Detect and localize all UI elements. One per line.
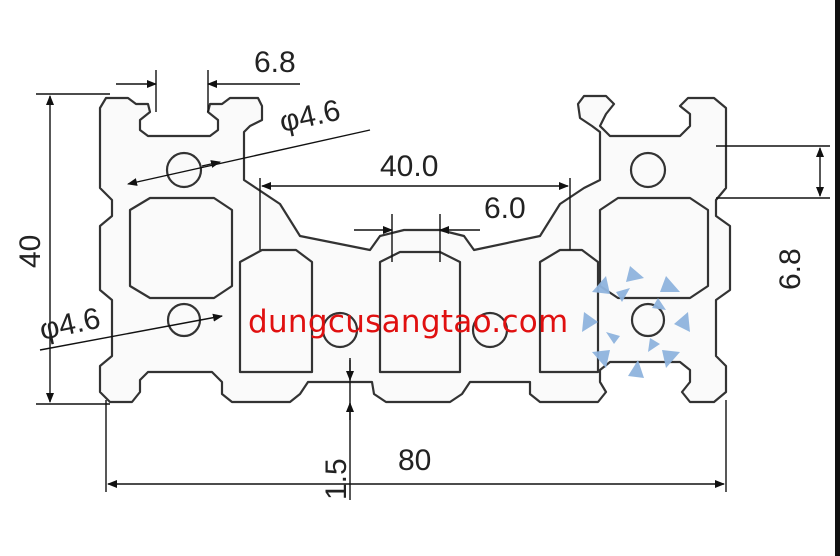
- watermark-text: dungcusangtao.com: [248, 304, 569, 340]
- dim-label-slot-right: 6.8: [774, 248, 807, 290]
- hole-bottom-right: [630, 302, 666, 338]
- dim-label-slot-middle: 6.0: [484, 192, 526, 225]
- cavity-left: [128, 196, 234, 300]
- watermark-logo: [582, 266, 690, 378]
- hole-top-right: [629, 151, 667, 189]
- cavity-center-3: [538, 248, 600, 374]
- cavity-right: [598, 196, 710, 300]
- dim-label-hole-top: φ4.6: [277, 94, 344, 139]
- dim-label-height: 40: [14, 235, 47, 268]
- cavity-center-1: [238, 248, 314, 374]
- cavity-center-2: [378, 250, 462, 374]
- dim-label-slot-top: 6.8: [254, 46, 296, 79]
- hole-center-1: [321, 311, 359, 349]
- dimension-lines: [36, 70, 830, 500]
- dim-label-width: 80: [398, 444, 431, 477]
- hole-bottom-left: [166, 302, 202, 338]
- hole-top-left: [165, 151, 203, 189]
- hole-center-2: [471, 311, 509, 349]
- right-edge-bar: [835, 0, 840, 556]
- dim-label-center-distance: 40.0: [380, 150, 438, 183]
- aluminum-profile: [98, 94, 732, 404]
- dim-label-wall: 1.5: [320, 458, 353, 500]
